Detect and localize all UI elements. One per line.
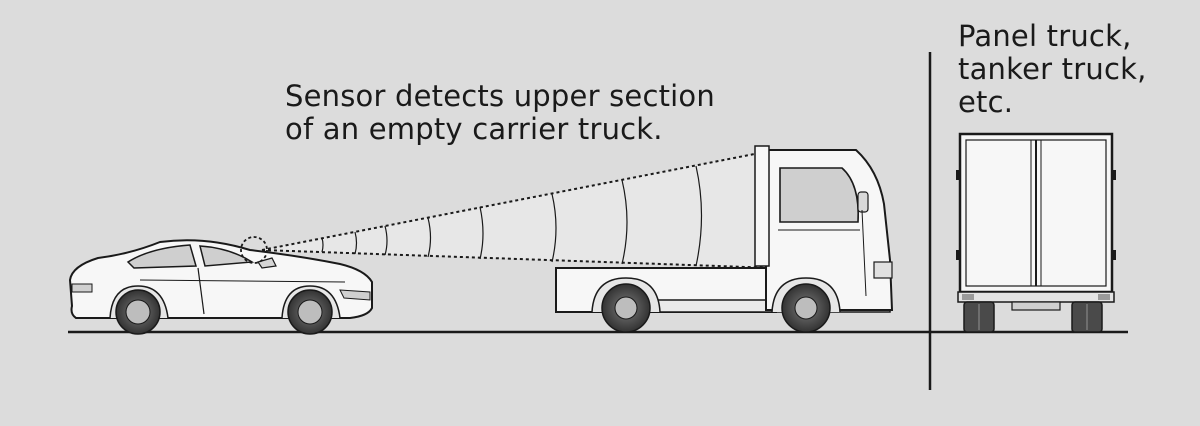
sensor-beam — [261, 149, 776, 269]
panel-truck — [956, 132, 1116, 333]
panel-truck-caption: Panel truck, tanker truck, etc. — [958, 20, 1147, 119]
panel-truck-caption-line-1: Panel truck, — [958, 19, 1132, 53]
sensor-caption: Sensor detects upper section of an empty… — [285, 80, 715, 146]
panel-truck-caption-line-3: etc. — [958, 85, 1014, 119]
carrier-truck — [555, 145, 894, 333]
car — [68, 239, 373, 335]
sensor-caption-line-2: of an empty carrier truck. — [285, 112, 663, 146]
sensor-caption-line-1: Sensor detects upper section — [285, 79, 715, 113]
panel-truck-caption-line-2: tanker truck, — [958, 52, 1147, 86]
sensor-marker — [240, 236, 268, 264]
